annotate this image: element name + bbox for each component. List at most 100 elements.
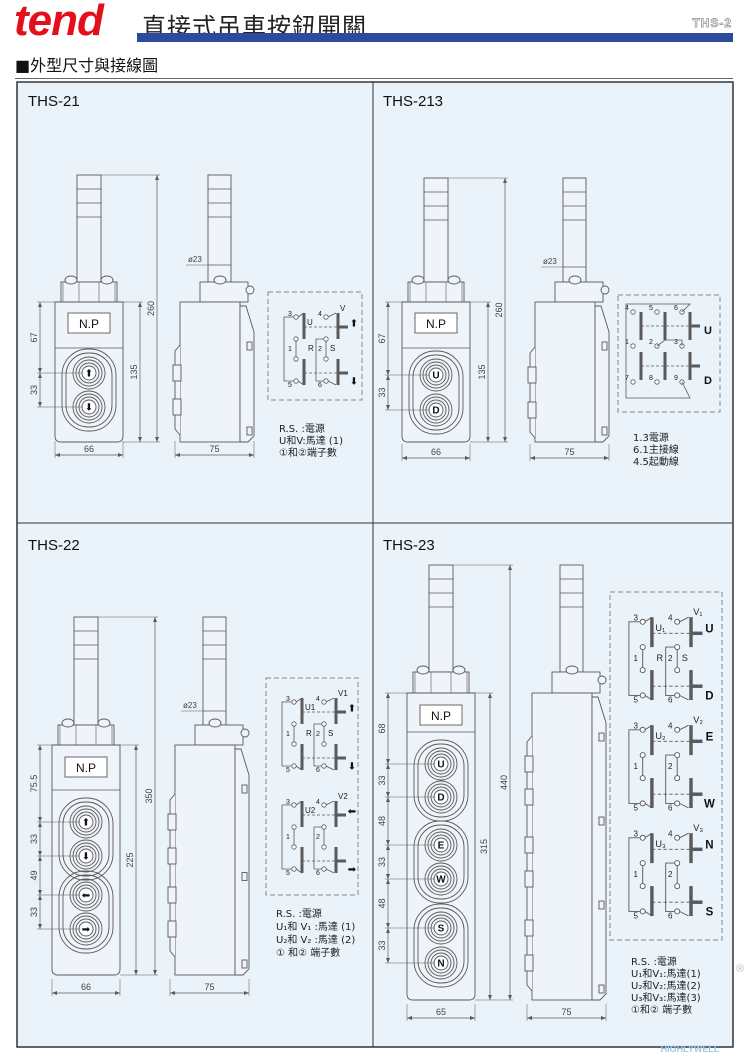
dimension-arrow xyxy=(488,693,492,698)
terminal xyxy=(639,726,646,733)
dimension-label: 33 xyxy=(29,834,39,844)
side-cover xyxy=(239,305,255,443)
terminal-number: 6 xyxy=(668,911,673,920)
terminal-number: 3 xyxy=(674,339,678,346)
terminal-number: 6 xyxy=(668,695,673,704)
dimension-arrow xyxy=(138,302,142,307)
cable-clamp xyxy=(554,281,604,303)
terminal-number: 4 xyxy=(625,305,629,312)
button-side xyxy=(527,401,537,419)
button-letter: S xyxy=(438,924,445,935)
button-guard-inner xyxy=(62,874,110,950)
dimension-label: 260 xyxy=(494,302,504,317)
button-profile xyxy=(526,735,533,992)
contact-label: R xyxy=(308,344,314,353)
terminal xyxy=(639,667,646,674)
wire xyxy=(679,832,689,839)
terminal xyxy=(674,644,681,651)
contact-label: S xyxy=(682,653,688,663)
dimension-arrow xyxy=(386,958,390,963)
terminal xyxy=(321,763,327,769)
button-guard xyxy=(58,870,114,954)
wire xyxy=(327,312,337,318)
dimension-arrow xyxy=(52,991,57,995)
dimension-label: 75.5 xyxy=(29,775,39,793)
legend-line: 6.1主接線 xyxy=(633,443,679,456)
arrow-down-icon: ⬇ xyxy=(350,377,358,388)
cover-screw xyxy=(598,816,605,826)
wire xyxy=(315,338,324,382)
terminal xyxy=(321,866,327,872)
button-guard xyxy=(61,348,117,432)
dimension-label: 440 xyxy=(499,775,509,790)
terminal xyxy=(321,824,327,830)
terminal xyxy=(639,834,646,841)
terminal-number: 2 xyxy=(316,731,320,738)
cover-screw xyxy=(601,426,608,436)
button-side xyxy=(524,836,534,854)
legend-line: U和V:馬達 (1) xyxy=(279,435,343,447)
terminal xyxy=(639,908,646,915)
button-letter: S xyxy=(706,906,714,918)
terminal xyxy=(293,314,299,320)
terminal-number: 1 xyxy=(634,762,639,771)
terminal-number: 5 xyxy=(288,382,292,389)
dimension-label: 67 xyxy=(377,333,387,343)
dimension-label: 68 xyxy=(377,723,387,733)
terminal xyxy=(654,379,660,385)
dimension-arrow xyxy=(38,822,42,827)
legend-line: R.S. :電源 xyxy=(631,955,677,968)
dimension-arrow xyxy=(55,453,60,457)
cable-clamp xyxy=(199,281,249,303)
wire xyxy=(327,380,337,386)
arrow-down-icon: ⬇ xyxy=(82,852,90,863)
panel-title: THS-21 xyxy=(28,93,80,110)
terminal xyxy=(674,726,681,733)
nameplate-label: N.P xyxy=(76,761,96,775)
dimension-label: 66 xyxy=(431,447,441,457)
dimension-arrow xyxy=(386,375,390,380)
dimension-arrow xyxy=(386,797,390,802)
terminal-number: 5 xyxy=(286,870,290,877)
terminal xyxy=(639,618,646,625)
dimension-arrow xyxy=(386,759,390,764)
terminal xyxy=(674,834,681,841)
terminal-number: 2 xyxy=(649,339,653,346)
button-letter: D xyxy=(437,793,444,804)
button-letter: W xyxy=(704,798,715,810)
wire xyxy=(665,862,675,912)
catalog-code: THS-2 xyxy=(692,16,732,31)
button-side xyxy=(524,919,534,937)
cable-diameter-label: ø23 xyxy=(188,255,202,264)
terminal xyxy=(293,378,299,384)
legend-line: ① 和② 端子數 xyxy=(276,946,340,959)
dimension-arrow xyxy=(38,302,42,307)
cover-screw xyxy=(598,984,605,994)
cover-screw xyxy=(246,341,253,351)
dimension-label: 48 xyxy=(377,816,387,826)
dimension-label: 67 xyxy=(29,332,39,342)
dimension-arrow xyxy=(530,456,535,460)
button-letter: U xyxy=(705,624,713,636)
cover-screw xyxy=(241,872,248,881)
cover-screw xyxy=(241,959,248,969)
cable-clamp xyxy=(551,671,601,694)
side-view xyxy=(172,174,255,443)
dimension-arrow xyxy=(508,995,512,1000)
screw-icon xyxy=(208,718,222,728)
wire xyxy=(325,800,335,806)
wire xyxy=(281,804,292,870)
nameplate-label: N.P xyxy=(431,709,451,723)
hinge-screw-icon xyxy=(245,285,255,295)
terminal xyxy=(674,692,681,699)
terminal xyxy=(674,667,681,674)
terminal-number: 3 xyxy=(634,722,639,731)
button-guard-inner xyxy=(417,907,465,984)
terminal xyxy=(293,336,299,342)
cable-clamp xyxy=(407,281,465,303)
terminal xyxy=(630,379,636,385)
terminal xyxy=(321,844,327,850)
terminal-number: 1 xyxy=(634,870,639,879)
